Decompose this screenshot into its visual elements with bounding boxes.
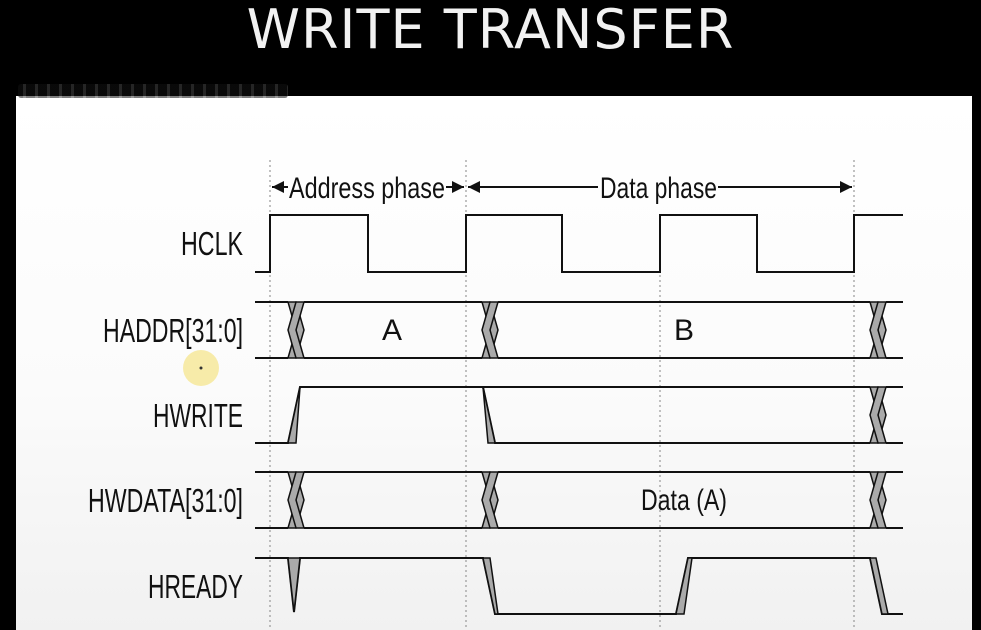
pointer-dot [199, 366, 203, 370]
address-arrow-right-head [452, 181, 464, 193]
slide-title: WRITE TRANSFER [246, 0, 735, 61]
hclk-waveform [255, 214, 903, 273]
hwdata-waveform [255, 471, 903, 529]
data-arrow-left-head [468, 181, 480, 193]
hready-fall-shade [482, 557, 499, 615]
hclk-label: HCLK [181, 225, 243, 262]
signal-labels: HCLK HADDR[31:0] HWRITE HWDATA[31:0] HRE… [88, 225, 243, 605]
hwdata-label: HWDATA[31:0] [88, 482, 243, 519]
blurred-caption [18, 84, 288, 98]
haddr-label: HADDR[31:0] [103, 312, 243, 349]
haddr-value-a: A [382, 314, 402, 347]
haddr-value-b: B [674, 314, 694, 347]
address-arrow-left-head [272, 181, 284, 193]
hready-rise-shade [675, 557, 693, 615]
data-arrow-right-head [840, 181, 852, 193]
hwrite-fall-shade [482, 386, 496, 444]
hwrite-waveform [255, 386, 903, 444]
address-phase-label: Address phase [289, 172, 445, 205]
haddr-waveform [255, 301, 903, 359]
hwrite-rise-shade [287, 386, 301, 444]
phase-arrows: Address phase Data phase [272, 172, 852, 205]
hready-fall2-shade [869, 557, 889, 615]
clock-guide-lines [269, 160, 855, 630]
hwdata-value-a: Data (A) [641, 484, 727, 517]
data-phase-label: Data phase [600, 172, 717, 205]
hready-waveform [255, 557, 903, 615]
hwrite-label: HWRITE [153, 397, 243, 434]
hready-label: HREADY [148, 568, 243, 605]
hready-glitch-shade [287, 557, 301, 613]
diagram-slide [16, 96, 972, 630]
